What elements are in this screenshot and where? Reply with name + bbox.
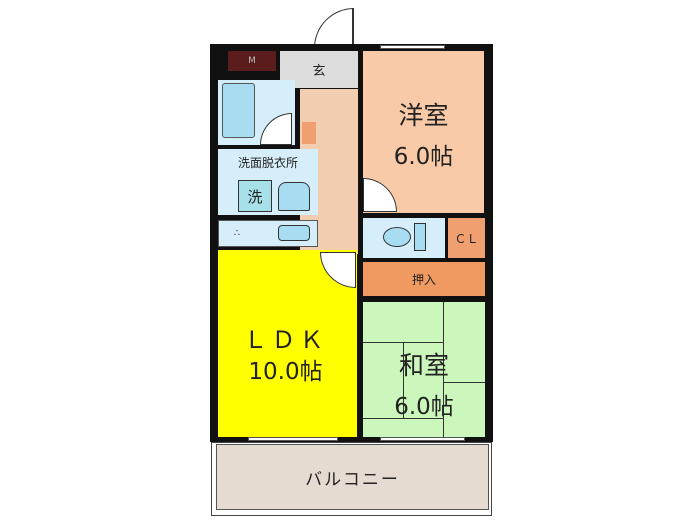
tatami-line: [443, 382, 485, 383]
stove-icon: ∴: [233, 227, 241, 239]
ldk-size: 10.0帖: [248, 359, 323, 385]
washer: 洗: [238, 180, 272, 212]
window: [380, 45, 445, 49]
oshiire: 押入: [363, 262, 485, 296]
balcony-label: バルコニー: [216, 444, 489, 510]
japanese-room-name: 和室: [398, 351, 449, 380]
bathtub: [222, 83, 255, 138]
sink: [278, 225, 310, 241]
washbasin: [278, 182, 310, 211]
meter-box: [228, 51, 276, 71]
wall-filler: [218, 72, 278, 78]
meter-label: M: [248, 56, 256, 66]
ldk-room: [218, 250, 357, 437]
western-room-name: 洋室: [398, 101, 449, 130]
japanese-room: [363, 302, 485, 437]
toilet-tank: [414, 223, 426, 251]
tatami-line: [443, 302, 444, 437]
tatami-line: [363, 418, 443, 419]
window: [380, 437, 465, 441]
tatami-line: [403, 342, 404, 418]
ldk-name: ＬＤＫ: [243, 325, 328, 354]
front-door: [314, 8, 354, 48]
washroom-label: 洗面脱衣所: [237, 155, 298, 170]
western-room-size: 6.0帖: [393, 144, 454, 170]
entrance-label: 玄: [312, 64, 326, 79]
window: [248, 437, 338, 441]
japanese-room-size: 6.0帖: [394, 394, 454, 420]
closet: ＣＬ: [448, 218, 485, 258]
toilet-bowl: [383, 227, 411, 247]
shoe-storage: [302, 122, 316, 144]
